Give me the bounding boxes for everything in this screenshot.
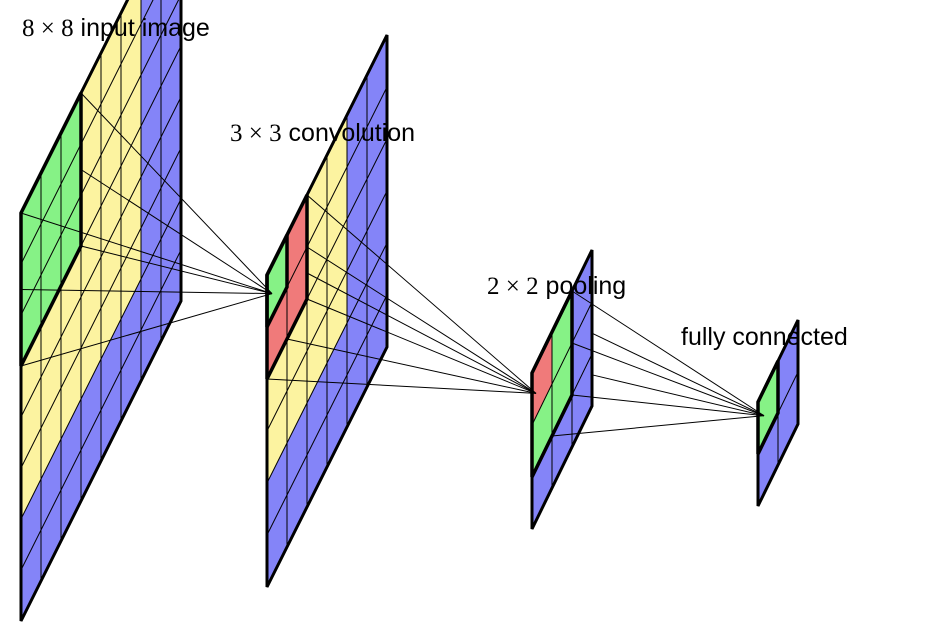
connection-line <box>20 212 273 295</box>
pooling-label: 2 × 2 pooling <box>487 272 626 300</box>
connection-line <box>551 415 765 437</box>
grid-line <box>20 249 182 571</box>
red-cell <box>532 332 552 425</box>
connection-line <box>80 169 273 295</box>
connection-line <box>571 342 765 417</box>
green-receptive-field <box>21 93 81 366</box>
input-image-layer <box>19 0 183 622</box>
connection-line <box>571 394 765 417</box>
input-image-label: 8 × 8 input image <box>22 14 210 42</box>
grid-line <box>531 301 593 426</box>
connection-line <box>306 298 537 394</box>
red-cell-corner <box>267 287 287 379</box>
convolution-layer <box>265 34 389 588</box>
connection-line <box>286 338 537 394</box>
connection-line <box>306 246 537 394</box>
connection-line <box>20 293 273 367</box>
connection-line <box>591 332 765 417</box>
convolution-label: 3 × 3 convolution <box>230 119 415 147</box>
connection-line <box>571 290 765 417</box>
green-cell <box>758 361 778 454</box>
fully-connected-label: fully connected <box>681 323 848 351</box>
grid-line <box>20 198 182 520</box>
grid-line <box>20 96 182 418</box>
connection-line <box>306 272 537 394</box>
connection-line <box>80 92 273 294</box>
green-cell <box>267 235 287 327</box>
connection-line <box>306 194 537 394</box>
grid-line <box>20 147 182 469</box>
layer-border <box>265 34 389 588</box>
connection-line <box>20 289 273 295</box>
layer-border <box>756 319 800 507</box>
connection-line <box>80 245 273 295</box>
connection-lines <box>20 92 765 437</box>
fully-connected-layer <box>756 319 800 507</box>
connection-line <box>591 374 765 417</box>
layer-border <box>19 0 183 622</box>
connection-line <box>266 378 537 394</box>
grid-line <box>266 294 388 536</box>
